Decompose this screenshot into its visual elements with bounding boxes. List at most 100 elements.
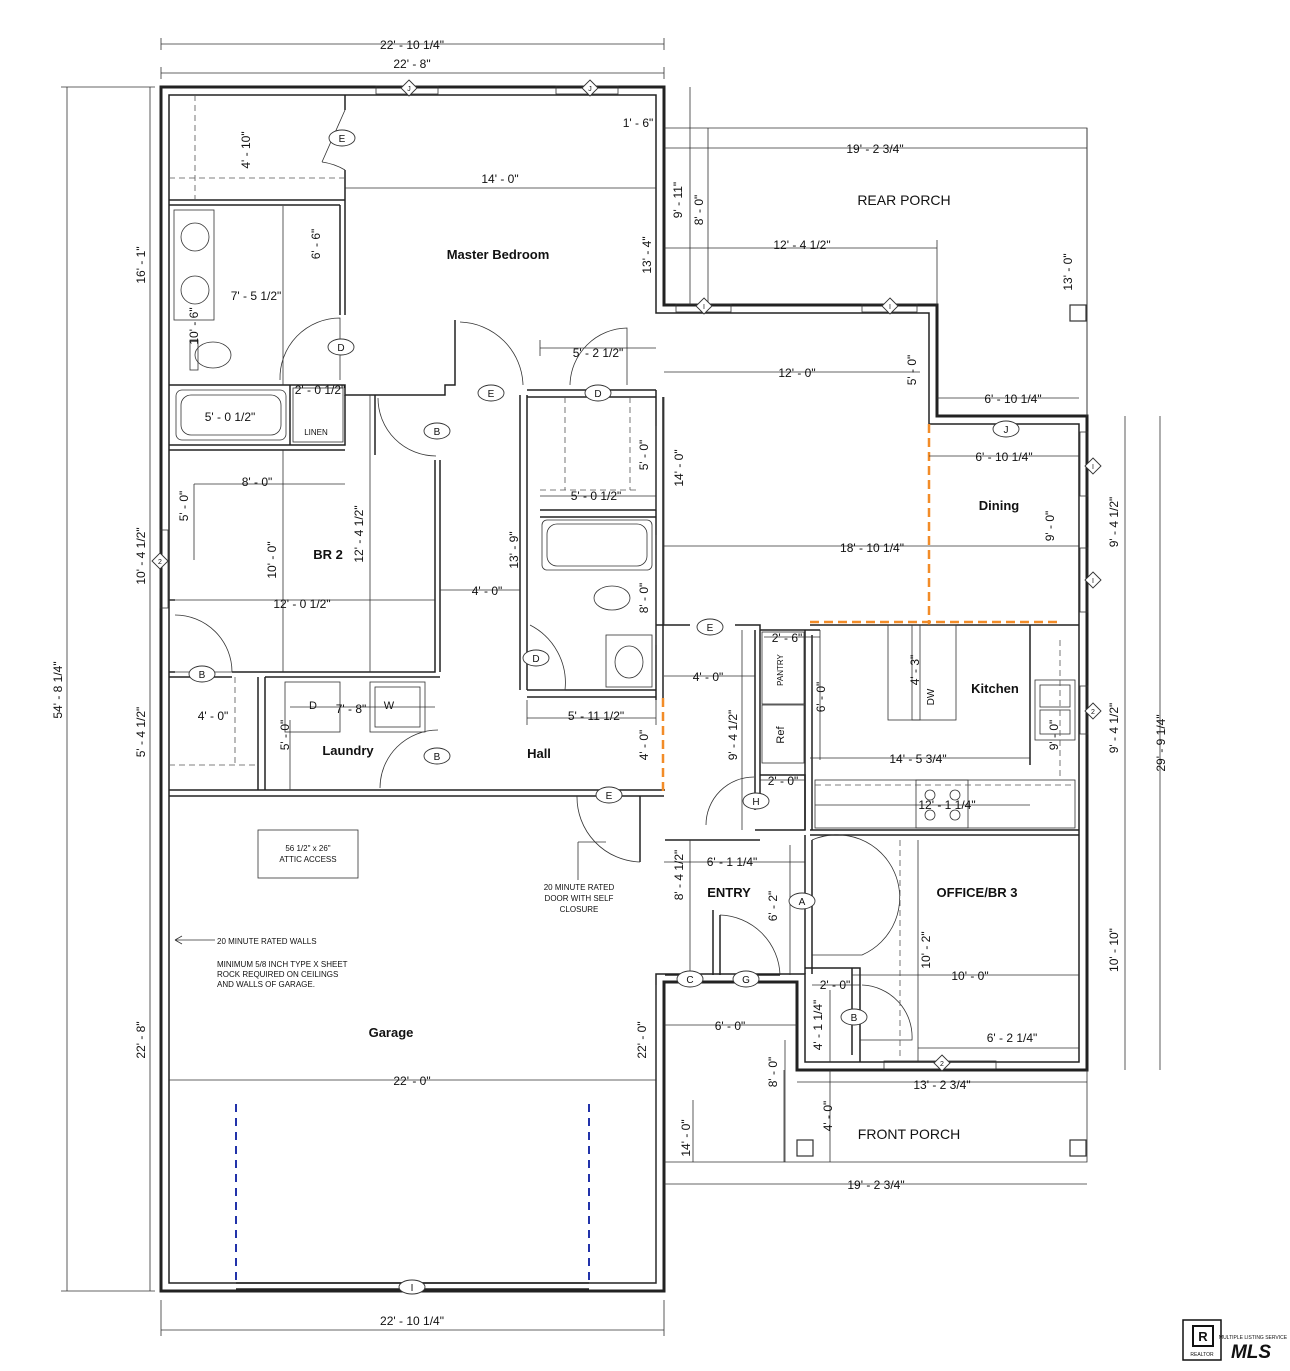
dim-laundry-5-0: 5' - 0": [278, 720, 292, 751]
door-tag-label: E: [707, 623, 714, 634]
dim-right-29-9: 29' - 9 1/4": [1154, 714, 1168, 771]
dim-bath2-5-0: 5' - 0": [637, 440, 651, 471]
label-linen: LINEN: [304, 428, 328, 437]
window-markers: J J I I I I 2 2 2: [151, 79, 1102, 1072]
door-tag-label: E: [606, 791, 613, 802]
door-swings: [174, 109, 913, 1041]
dim-sink-9-0: 9' - 0": [1047, 720, 1061, 751]
note-rated-door-1: 20 MINUTE RATED: [544, 883, 615, 892]
note-rated-door-3: CLOSURE: [560, 905, 599, 914]
door-tag: [477, 384, 505, 402]
dim-bath3-8-0: 8' - 0": [637, 583, 651, 614]
window-tag-label: 2: [1091, 709, 1095, 716]
realtor-logo-text: REALTOR: [1190, 1352, 1214, 1358]
exterior-walls: [159, 85, 1089, 1293]
dim-dining-6-10b: 6' - 10 1/4": [975, 450, 1032, 464]
plan-notes: 56 1/2" x 26" ATTIC ACCESS 20 MINUTE RAT…: [217, 844, 614, 989]
note-rated-door-2: DOOR WITH SELF: [545, 894, 614, 903]
room-label-front-porch: FRONT PORCH: [858, 1126, 960, 1142]
door-tag: [676, 970, 704, 988]
door-tag-label: D: [594, 389, 601, 400]
door-tag: [327, 338, 355, 356]
reference-lines: [169, 95, 1075, 1060]
dim-vanity-w: 7' - 5 1/2": [231, 289, 282, 303]
door-tag: [788, 892, 816, 910]
dim-closet-h-2-0: 2' - 0": [768, 774, 799, 788]
label-ref: Ref: [775, 726, 787, 744]
window-tag-label: J: [407, 86, 411, 93]
dim-garage-22-0-h: 22' - 0": [393, 1074, 430, 1088]
door-tag-label: H: [752, 797, 759, 808]
door-tag-label: C: [686, 975, 693, 986]
dim-office-6-2: 6' - 2 1/4": [987, 1031, 1038, 1045]
dim-hall-4-0b: 4' - 0": [637, 730, 651, 761]
room-labels: Master Bedroom BR 2 Laundry Hall Dining …: [304, 192, 1019, 1142]
dim-br2-10-0: 10' - 0": [265, 541, 279, 578]
mls-logo-text: MLS: [1231, 1342, 1271, 1363]
dim-master-13-4: 13' - 4": [640, 236, 654, 273]
door-tag: [398, 1279, 426, 1295]
label-pantry: PANTRY: [776, 653, 785, 685]
dim-right-10-10: 10' - 10": [1107, 928, 1121, 972]
interior-walls: [169, 95, 1079, 1062]
dim-living-12-0: 12' - 0": [778, 366, 815, 380]
dim-dining-6-10: 6' - 10 1/4": [984, 392, 1041, 406]
room-label-office: OFFICE/BR 3: [937, 885, 1018, 900]
dim-top-overall: 22' - 10 1/4": [380, 38, 444, 52]
door-tag-label: E: [339, 134, 346, 145]
dim-left-laundry: 5' - 4 1/2": [134, 707, 148, 758]
dim-bath2-5-0-5: 5' - 0 1/2": [571, 489, 622, 503]
room-label-entry: ENTRY: [707, 885, 751, 900]
door-tag-label: A: [799, 897, 806, 908]
room-label-master-bedroom: Master Bedroom: [447, 247, 550, 262]
door-tag: [423, 747, 451, 765]
mls-subtitle: MULTIPLE LISTING SERVICE: [1219, 1335, 1288, 1341]
dim-pantry-2-6: 2' - 6": [772, 631, 803, 645]
room-label-br2: BR 2: [313, 547, 343, 562]
dim-master-width: 14' - 0": [481, 172, 518, 186]
dimension-labels: 22' - 10 1/4" 22' - 8" 22' - 10 1/4" 54'…: [51, 38, 1168, 1328]
dim-rear-porch-w: 19' - 2 3/4": [846, 142, 903, 156]
label-washer: W: [384, 700, 395, 712]
label-dryer: D: [309, 700, 317, 712]
dim-entry-6-1: 6' - 1 1/4": [707, 855, 758, 869]
dim-hall-4-0: 4' - 0": [472, 584, 503, 598]
dim-right-9-4b: 9' - 4 1/2": [1107, 703, 1121, 754]
dim-closet-w: 2' - 0 1/2": [295, 383, 346, 397]
dim-kitchen-9-4: 9' - 4 1/2": [726, 710, 740, 761]
dim-office-4-1: 4' - 1 1/4": [811, 1000, 825, 1051]
door-tag-label: G: [742, 975, 750, 986]
door-tag-label: I: [411, 1283, 414, 1294]
dim-right-9-4a: 9' - 4 1/2": [1107, 497, 1121, 548]
dim-entry-8-4: 8' - 4 1/2": [672, 850, 686, 901]
dim-hall-5-11: 5' - 11 1/2": [568, 709, 624, 723]
dim-front-14-0: 14' - 0": [679, 1119, 693, 1156]
room-label-kitchen: Kitchen: [971, 681, 1019, 696]
realtor-r-icon: R: [1198, 1329, 1208, 1344]
room-label-rear-porch: REAR PORCH: [857, 192, 950, 208]
dim-left-overall: 54' - 8 1/4": [51, 661, 65, 718]
dim-kitchen-6-0: 6' - 0": [814, 682, 828, 713]
dim-bath-h: 6' - 6": [309, 229, 323, 260]
dim-master-closet-h: 4' - 10": [239, 131, 253, 168]
note-rated-walls: 20 MINUTE RATED WALLS: [217, 937, 317, 946]
dim-island-4-3: 4' - 3": [908, 655, 922, 686]
dim-kitchen-4-0: 4' - 0": [693, 670, 724, 684]
door-tag: [742, 792, 770, 810]
label-dw: DW: [926, 688, 937, 705]
door-tag: [840, 1008, 868, 1026]
door-tag-label: D: [337, 343, 344, 354]
dim-office-10-0: 10' - 0": [951, 969, 988, 983]
door-tag: [522, 649, 550, 667]
porch-outlines: [664, 127, 1088, 1163]
dim-left-master: 16' - 1": [134, 246, 148, 283]
dim-office-2-0: 2' - 0": [820, 978, 851, 992]
dimension-lines: [61, 38, 1161, 1336]
room-label-garage: Garage: [369, 1025, 414, 1040]
dim-front-19-2: 19' - 2 3/4": [847, 1178, 904, 1192]
dim-bath-h2: 10' - 6": [187, 307, 201, 344]
dim-rear-13-0: 13' - 0": [1061, 253, 1075, 290]
door-tag: [328, 129, 356, 147]
dim-laundry-7-8: 7' - 8": [336, 702, 367, 716]
